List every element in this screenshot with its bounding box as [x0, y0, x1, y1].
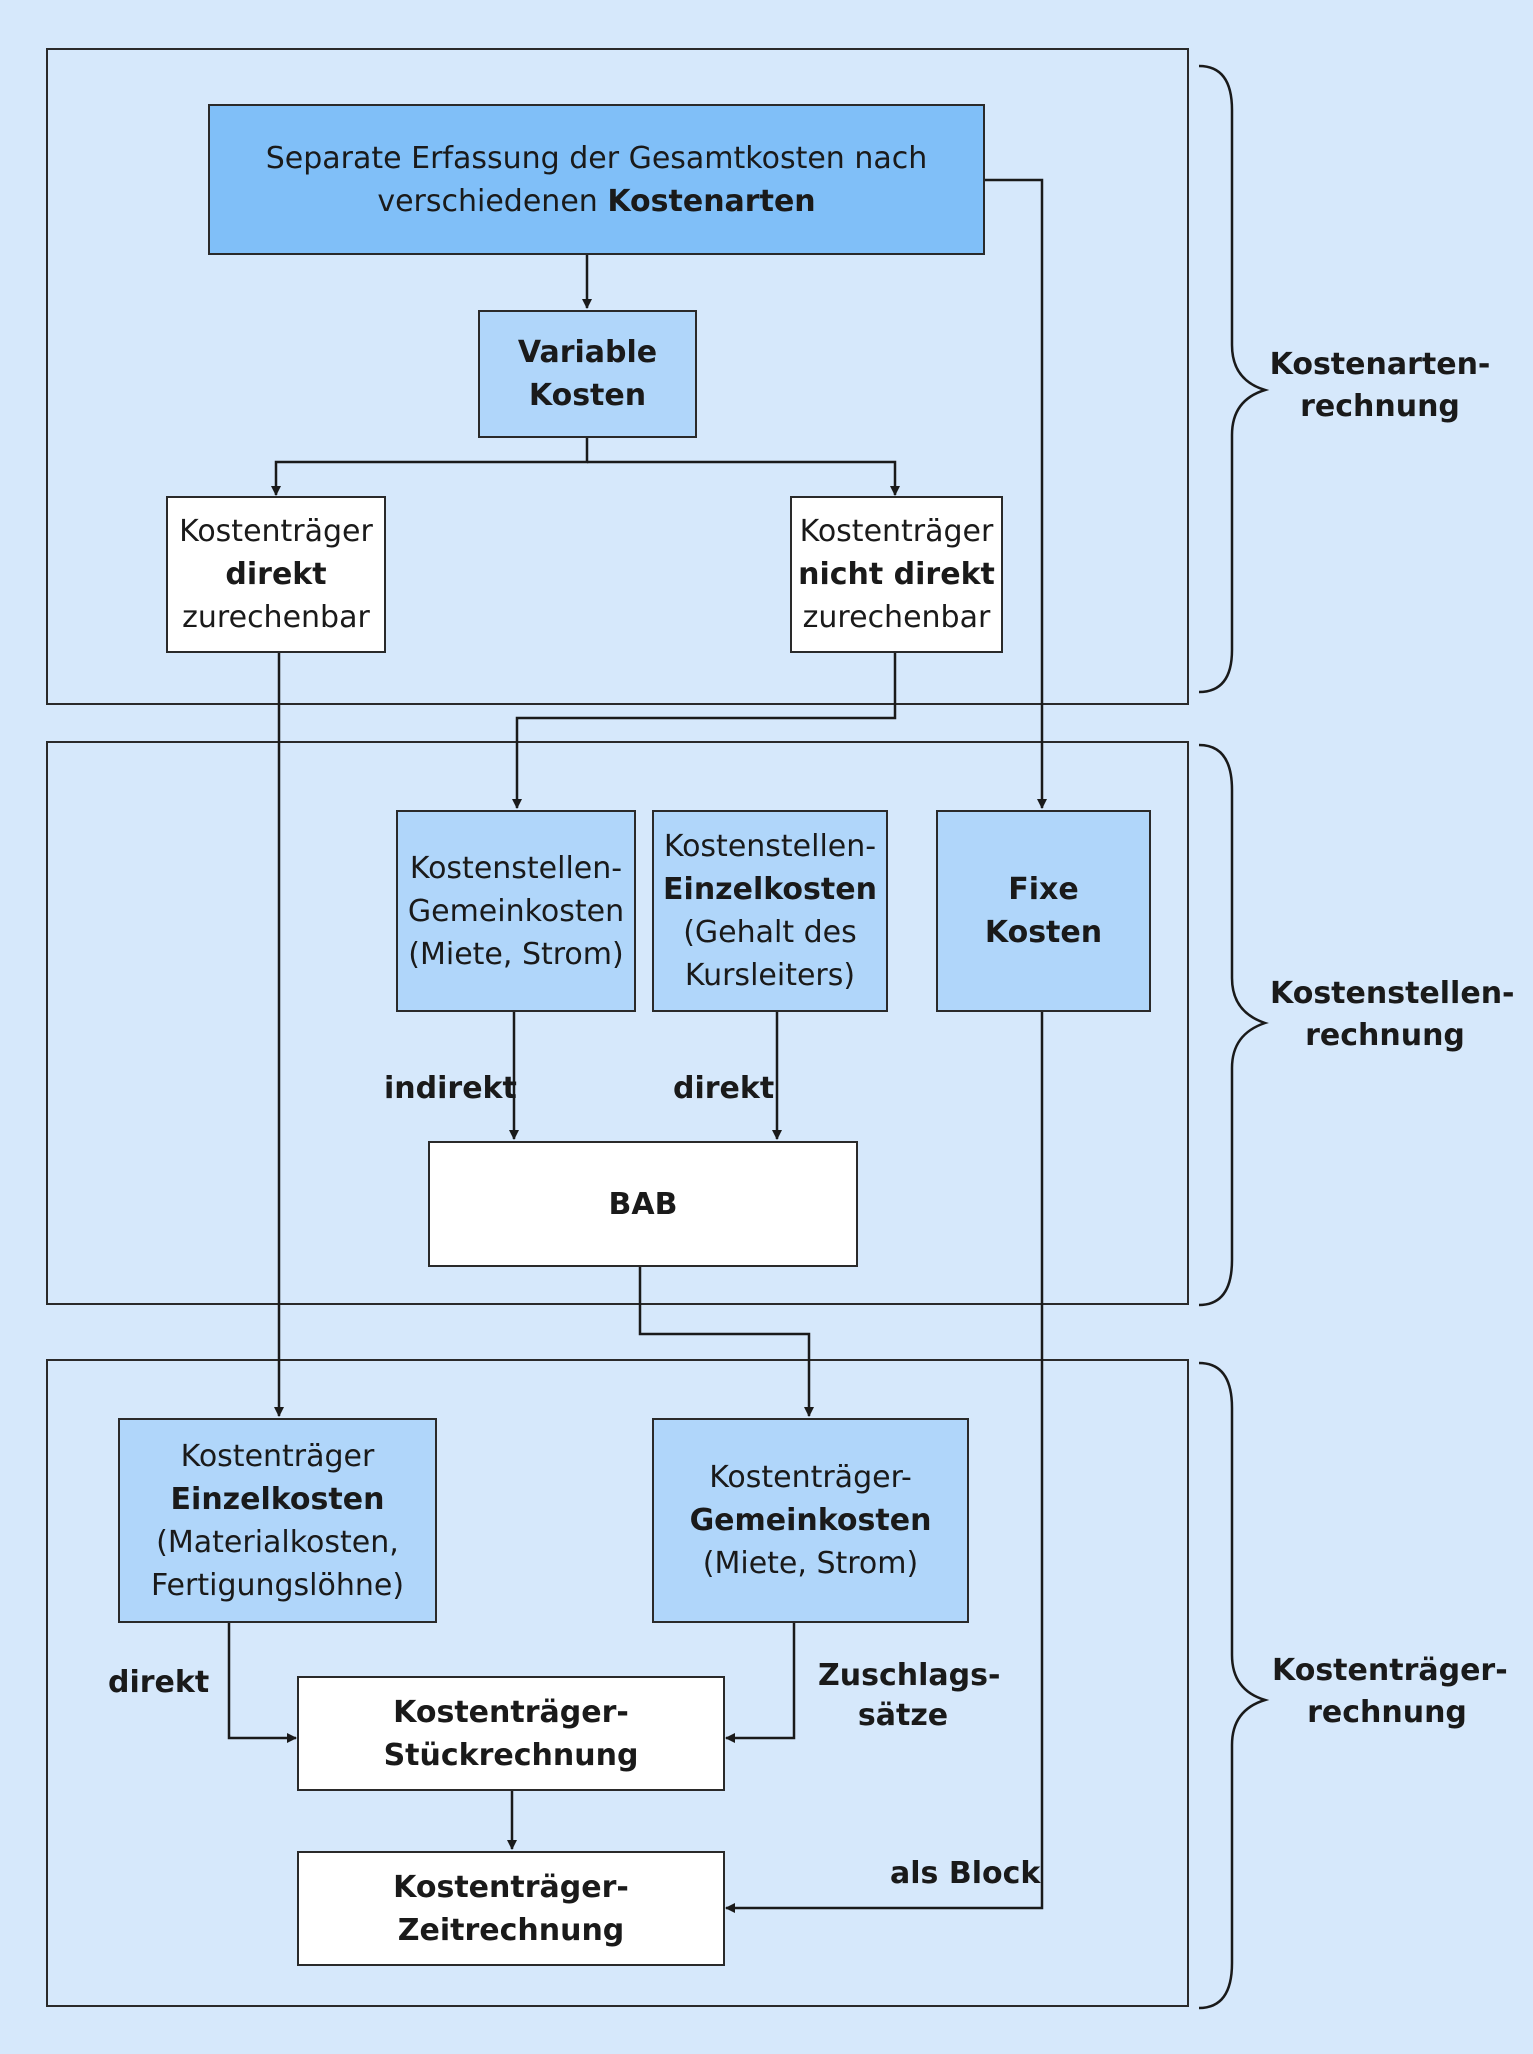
ks-einzel-line4: Kursleiters) [684, 958, 856, 993]
section-kostenartenrechnung [46, 48, 1189, 705]
phase-kostenstellenrechnung: Kostenstellen- rechnung [1270, 973, 1515, 1057]
node-nicht-direkt-zurechenbar: Kostenträger nicht direkt zurechenbar [790, 496, 1003, 653]
ks-gemein-line2: Gemeinkosten [407, 893, 625, 929]
phase-kostenartenrechnung: Kostenarten- rechnung [1265, 344, 1495, 428]
nicht-direkt-line3: zurechenbar [802, 600, 991, 635]
node-variable-kosten: Variable Kosten [478, 310, 697, 438]
node-kostenstellen-gemeinkosten: Kostenstellen- Gemeinkosten (Miete, Stro… [396, 810, 636, 1012]
variable-line2: Kosten [528, 378, 647, 413]
edge-label-direkt-stueck: direkt [108, 1665, 210, 1700]
fixe-line2: Kosten [984, 915, 1103, 950]
variable-line1: Variable [517, 335, 658, 370]
node-kostentraeger-gemeinkosten: Kostenträger- Gemeinkosten (Miete, Strom… [652, 1418, 969, 1623]
node-kostenstellen-einzelkosten: Kostenstellen- Einzelkosten (Gehalt des … [652, 810, 888, 1012]
ks-gemein-line1: Kostenstellen- [409, 850, 623, 886]
fixe-line1: Fixe [1008, 872, 1079, 907]
bab-label: BAB [608, 1186, 678, 1222]
node-kostentraeger-zeitrechnung: Kostenträger- Zeitrechnung [297, 1851, 725, 1966]
edge-nicht-direkt-ks-gemein [512, 652, 897, 809]
kt-gemein-line3: (Miete, Strom) [702, 1546, 919, 1581]
phase-kostenarten-line1: Kostenarten- [1269, 347, 1491, 382]
phase-kostenstellen-line1: Kostenstellen- [1270, 976, 1515, 1011]
node-bab: BAB [428, 1141, 858, 1267]
phase-kostentraegerrechnung: Kostenträger- rechnung [1272, 1650, 1508, 1734]
edge-kt-einzel-stueck [227, 1622, 297, 1743]
node-fixe-kosten: Fixe Kosten [936, 810, 1151, 1012]
stueck-line2: Stückrechnung [383, 1737, 639, 1773]
phase-kostenstellen-line2: rechnung [1305, 1018, 1465, 1053]
zeit-line1: Kostenträger- [393, 1869, 629, 1905]
zuschlag-line2: sätze [857, 1698, 949, 1733]
erfassung-line2-bold: Kostenarten [607, 183, 816, 219]
direkt-line1: Kostenträger [179, 514, 373, 549]
stueck-line1: Kostenträger- [393, 1694, 629, 1730]
kt-einzel-line1: Kostenträger [180, 1438, 375, 1474]
section-kostenstellenrechnung [46, 741, 1189, 1305]
phase-kostentraeger-line1: Kostenträger- [1272, 1653, 1508, 1688]
phase-kostenarten-line2: rechnung [1300, 389, 1460, 424]
kt-einzel-line2: Einzelkosten [170, 1481, 385, 1517]
node-kostentraeger-stueckrechnung: Kostenträger- Stückrechnung [297, 1676, 725, 1791]
edge-label-indirekt: indirekt [384, 1071, 517, 1106]
erfassung-line1: Separate Erfassung der Gesamtkosten nach [265, 140, 928, 176]
edge-bab-kt-gemein [638, 1266, 814, 1417]
node-direkt-zurechenbar: Kostenträger direkt zurechenbar [166, 496, 386, 653]
zuschlag-line1: Zuschlags- [818, 1658, 1001, 1693]
edge-variable-nicht-direkt [587, 460, 900, 496]
nicht-direkt-line1: Kostenträger [799, 514, 994, 549]
ks-einzel-line2: Einzelkosten [663, 872, 877, 907]
edge-label-direkt-bab: direkt [673, 1071, 775, 1106]
direkt-line2: direkt [225, 557, 327, 592]
edge-kt-gemein-stueck [725, 1622, 796, 1743]
ks-einzel-line1: Kostenstellen- [663, 829, 877, 864]
zeit-line2: Zeitrechnung [397, 1912, 625, 1948]
phase-kostentraeger-line2: rechnung [1307, 1695, 1467, 1730]
section-kostentraegerrechnung [46, 1359, 1189, 2007]
node-erfassung: Separate Erfassung der Gesamtkosten nach… [208, 104, 985, 255]
brace-kostentraegerrechnung [1198, 1361, 1270, 2010]
brace-kostenartenrechnung [1198, 64, 1270, 694]
ks-gemein-line3: (Miete, Strom) [408, 936, 624, 972]
nicht-direkt-line2: nicht direkt [798, 557, 995, 592]
brace-kostenstellenrechnung [1198, 743, 1269, 1307]
erfassung-line2: verschiedenen Kostenarten [377, 180, 815, 223]
edge-erfassung-fixe [984, 178, 1047, 809]
ks-einzel-line3: (Gehalt des [683, 915, 857, 950]
node-kostentraeger-einzelkosten: Kostenträger Einzelkosten (Materialkoste… [118, 1418, 437, 1623]
edge-variable-split [271, 437, 589, 496]
edge-label-zuschlag: Zuschlags- sätze [818, 1656, 1001, 1736]
erfassung-line2-plain: verschiedenen [377, 183, 608, 219]
edge-fixe-zeit [725, 1011, 1044, 1913]
kt-einzel-line3: (Materialkosten, [156, 1524, 399, 1560]
edge-label-als-block: als Block [890, 1856, 1041, 1891]
direkt-line3: zurechenbar [182, 600, 370, 635]
kt-einzel-line4: Fertigungslöhne) [150, 1567, 405, 1603]
kt-gemein-line2: Gemeinkosten [689, 1503, 932, 1538]
kt-gemein-line1: Kostenträger- [709, 1460, 912, 1495]
